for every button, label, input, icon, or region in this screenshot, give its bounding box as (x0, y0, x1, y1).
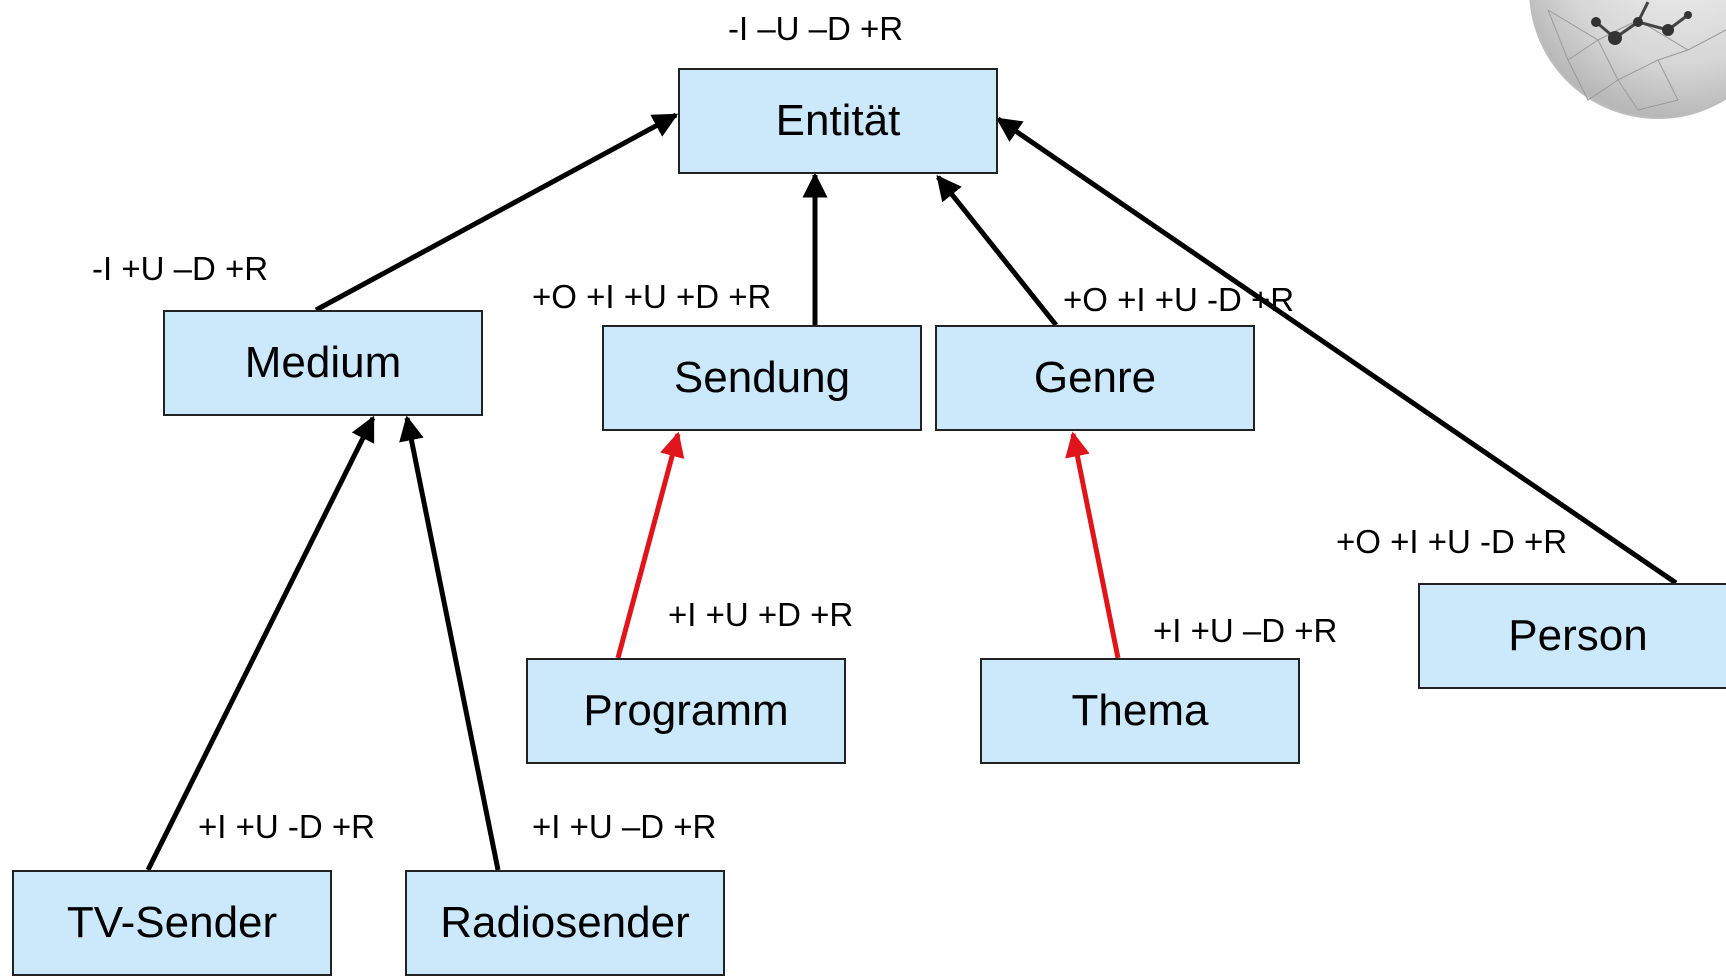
edge-tv-sender-to-medium (145, 415, 376, 872)
perm-genre: +O +I +U -D +R (1063, 281, 1295, 318)
perm-entitaet: -I –U –D +R (728, 10, 904, 47)
edge-medium-to-entitaet (314, 112, 679, 313)
edge-radiosender-to-medium (399, 415, 501, 871)
node-medium: Medium (163, 310, 483, 416)
perm-programm: +I +U +D +R (668, 596, 854, 633)
perm-person: +O +I +U -D +R (1336, 523, 1568, 560)
node-person: Person (1418, 583, 1726, 689)
node-programm: Programm (526, 658, 846, 764)
node-sendung: Sendung (602, 325, 922, 431)
perm-thema: +I +U –D +R (1153, 612, 1338, 649)
perm-tv-sender: +I +U -D +R (198, 808, 375, 845)
node-entitaet: Entität (678, 68, 998, 174)
edge-programm-to-sendung (615, 431, 685, 659)
perm-radiosender: +I +U –D +R (532, 808, 717, 845)
edge-thema-to-genre (1065, 431, 1121, 659)
node-thema: Thema (980, 658, 1300, 764)
perm-sendung: +O +I +U +D +R (532, 278, 772, 315)
molecule-sphere-icon (1529, 0, 1726, 119)
edge-person-to-entitaet (995, 116, 1678, 586)
perm-medium: -I +U –D +R (92, 250, 269, 287)
node-tv-sender: TV-Sender (12, 870, 332, 976)
node-radiosender: Radiosender (405, 870, 725, 976)
edge-genre-to-entitaet (936, 175, 1058, 327)
node-genre: Genre (935, 325, 1255, 431)
